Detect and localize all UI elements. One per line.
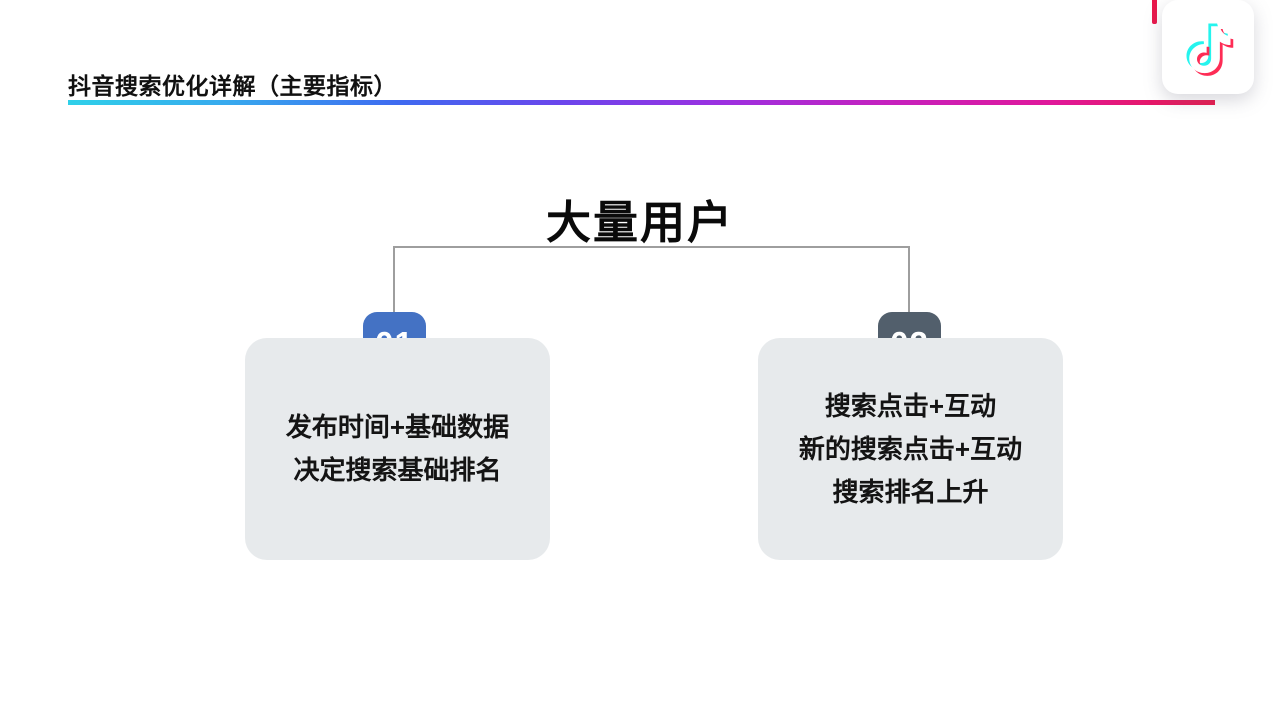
- red-accent-mark: [1152, 0, 1157, 24]
- connector-vertical-right: [908, 246, 910, 318]
- info-card-01: 发布时间+基础数据 决定搜索基础排名: [245, 338, 550, 560]
- card-01-line-1: 发布时间+基础数据: [285, 412, 510, 442]
- connector-horizontal: [394, 246, 910, 248]
- card-02-line-1: 搜索点击+互动: [824, 390, 997, 421]
- gradient-divider: [68, 100, 1215, 105]
- douyin-note-icon: [1186, 23, 1234, 76]
- page-title: 抖音搜索优化详解（主要指标）: [68, 73, 397, 99]
- douyin-logo: [1162, 0, 1254, 94]
- card-02-line-3: 搜索排名上升: [832, 476, 989, 507]
- info-card-02: 搜索点击+互动 新的搜索点击+互动 搜索排名上升: [758, 338, 1063, 560]
- diagram-root-label: 大量用户: [545, 197, 734, 248]
- card-01-line-2: 决定搜索基础排名: [293, 455, 502, 485]
- card-02-line-2: 新的搜索点击+互动: [798, 433, 1023, 464]
- connector-vertical-left: [393, 246, 395, 318]
